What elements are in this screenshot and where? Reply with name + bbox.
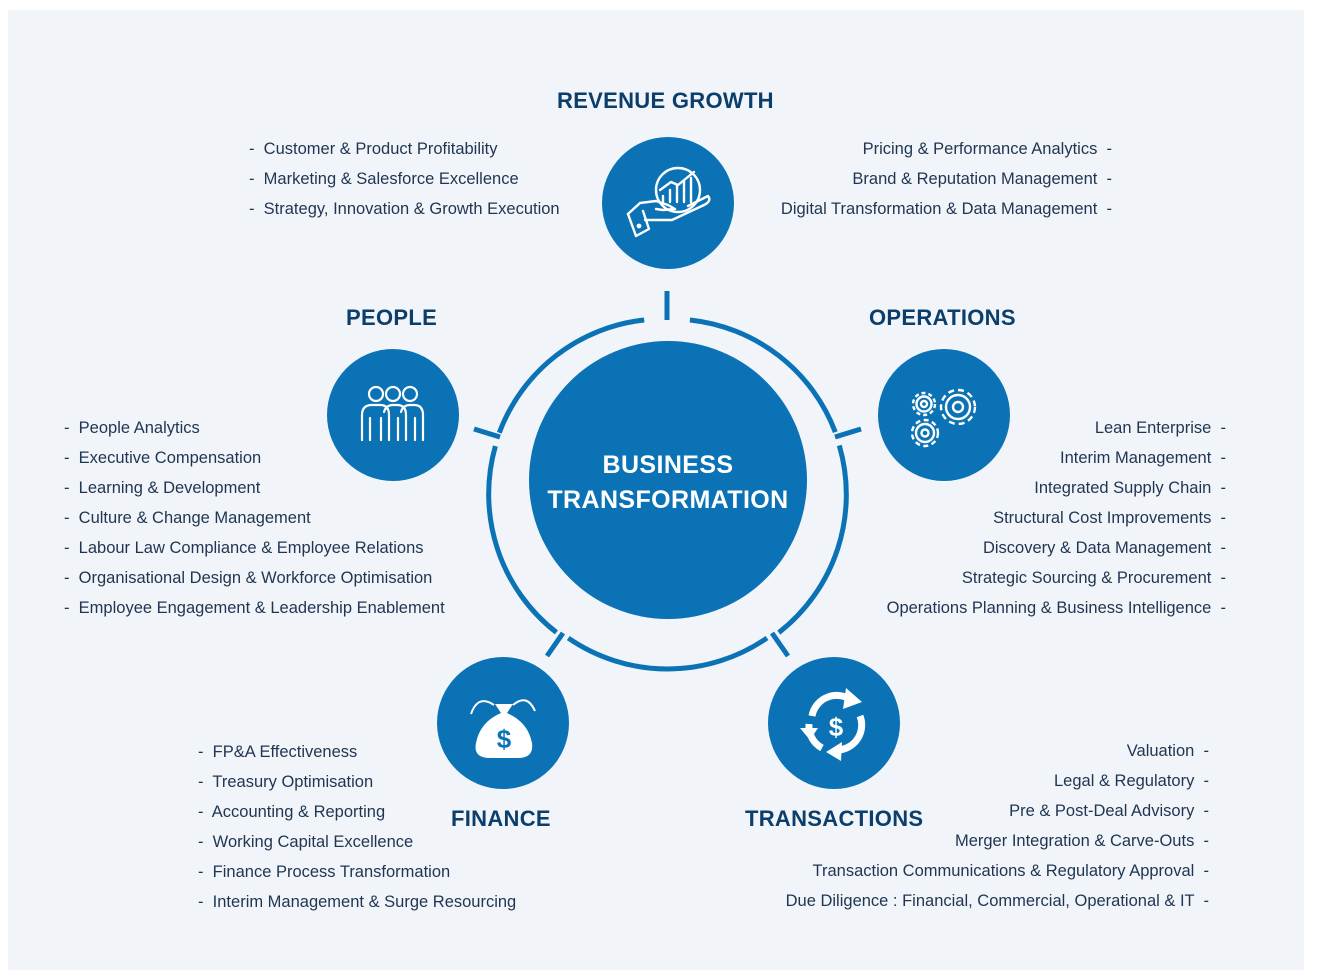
list-item: Operations Planning & Business Intellige… xyxy=(887,593,1226,623)
list-item: Merger Integration & Carve-Outs xyxy=(786,826,1209,856)
list-item: Strategy, Innovation & Growth Execution xyxy=(249,194,560,224)
operations-list: Lean Enterprise Interim Management Integ… xyxy=(887,413,1226,623)
list-item: Digital Transformation & Data Management xyxy=(781,194,1112,224)
list-item: Marketing & Salesforce Excellence xyxy=(249,164,560,194)
connector-spokes xyxy=(473,291,862,658)
list-item: FP&A Effectiveness xyxy=(198,737,516,767)
spoke-operations xyxy=(834,426,862,440)
list-item: Pre & Post-Deal Advisory xyxy=(786,796,1209,826)
people-list: People Analytics Executive Compensation … xyxy=(64,413,445,623)
list-item: Interim Management & Surge Resourcing xyxy=(198,887,517,917)
ring-arc-bottom xyxy=(566,635,769,672)
list-item: Pricing & Performance Analytics xyxy=(781,134,1112,164)
center-title-line2: TRANSFORMATION xyxy=(547,486,789,514)
list-item: Accounting & Reporting xyxy=(198,797,516,827)
list-item: Legal & Regulatory xyxy=(786,766,1209,796)
spoke-finance xyxy=(544,631,566,658)
list-item: Learning & Development xyxy=(64,473,445,503)
list-item: Discovery & Data Management xyxy=(887,533,1226,563)
list-item: Culture & Change Management xyxy=(64,503,445,533)
svg-text:$: $ xyxy=(829,712,844,742)
list-item: Executive Compensation xyxy=(64,443,445,473)
revenue-growth-left-list: Customer & Product Profitability Marketi… xyxy=(249,134,560,224)
hand-growth-chart-icon xyxy=(626,166,711,238)
operations-title: OPERATIONS xyxy=(869,305,1016,330)
revenue-growth-right-list: Pricing & Performance Analytics Brand & … xyxy=(781,134,1112,224)
ring-arc-top-right xyxy=(689,317,838,433)
list-item: Customer & Product Profitability xyxy=(249,134,560,164)
list-item: Brand & Reputation Management xyxy=(781,164,1112,194)
list-item: Labour Law Compliance & Employee Relatio… xyxy=(64,533,445,563)
list-item: Structural Cost Improvements xyxy=(887,503,1226,533)
list-item: Organisational Design & Workforce Optimi… xyxy=(64,563,445,593)
list-item: Treasury Optimisation xyxy=(198,767,516,797)
list-item: Finance Process Transformation xyxy=(198,857,516,887)
spoke-people xyxy=(473,426,501,440)
transactions-list: Valuation Legal & Regulatory Pre & Post-… xyxy=(786,736,1209,916)
list-item: People Analytics xyxy=(64,413,445,443)
list-item: Working Capital Excellence xyxy=(198,827,516,857)
revenue-growth-circle xyxy=(602,137,734,269)
list-item: Interim Management xyxy=(887,443,1226,473)
list-item: Transaction Communications & Regulatory … xyxy=(786,856,1209,886)
list-item: Valuation xyxy=(786,736,1209,766)
connector-ring xyxy=(486,317,849,672)
center-title-line1: BUSINESS xyxy=(602,451,734,479)
list-item: Employee Engagement & Leadership Enablem… xyxy=(64,593,445,623)
people-title: PEOPLE xyxy=(346,305,438,330)
list-item: Lean Enterprise xyxy=(887,413,1226,443)
ring-arc-top-left xyxy=(496,317,645,434)
finance-list: FP&A Effectiveness Treasury Optimisation… xyxy=(198,737,516,917)
list-item: Strategic Sourcing & Procurement xyxy=(887,563,1226,593)
list-item: Due Diligence : Financial, Commercial, O… xyxy=(786,886,1209,916)
spoke-transactions xyxy=(769,631,791,658)
list-item: Integrated Supply Chain xyxy=(887,473,1226,503)
center-title: BUSINESS TRANSFORMATION xyxy=(530,448,806,518)
revenue-growth-title: REVENUE GROWTH xyxy=(557,88,774,113)
center-circle xyxy=(529,341,807,619)
ring-arc-right xyxy=(777,444,849,635)
ring-arc-left xyxy=(486,445,558,635)
